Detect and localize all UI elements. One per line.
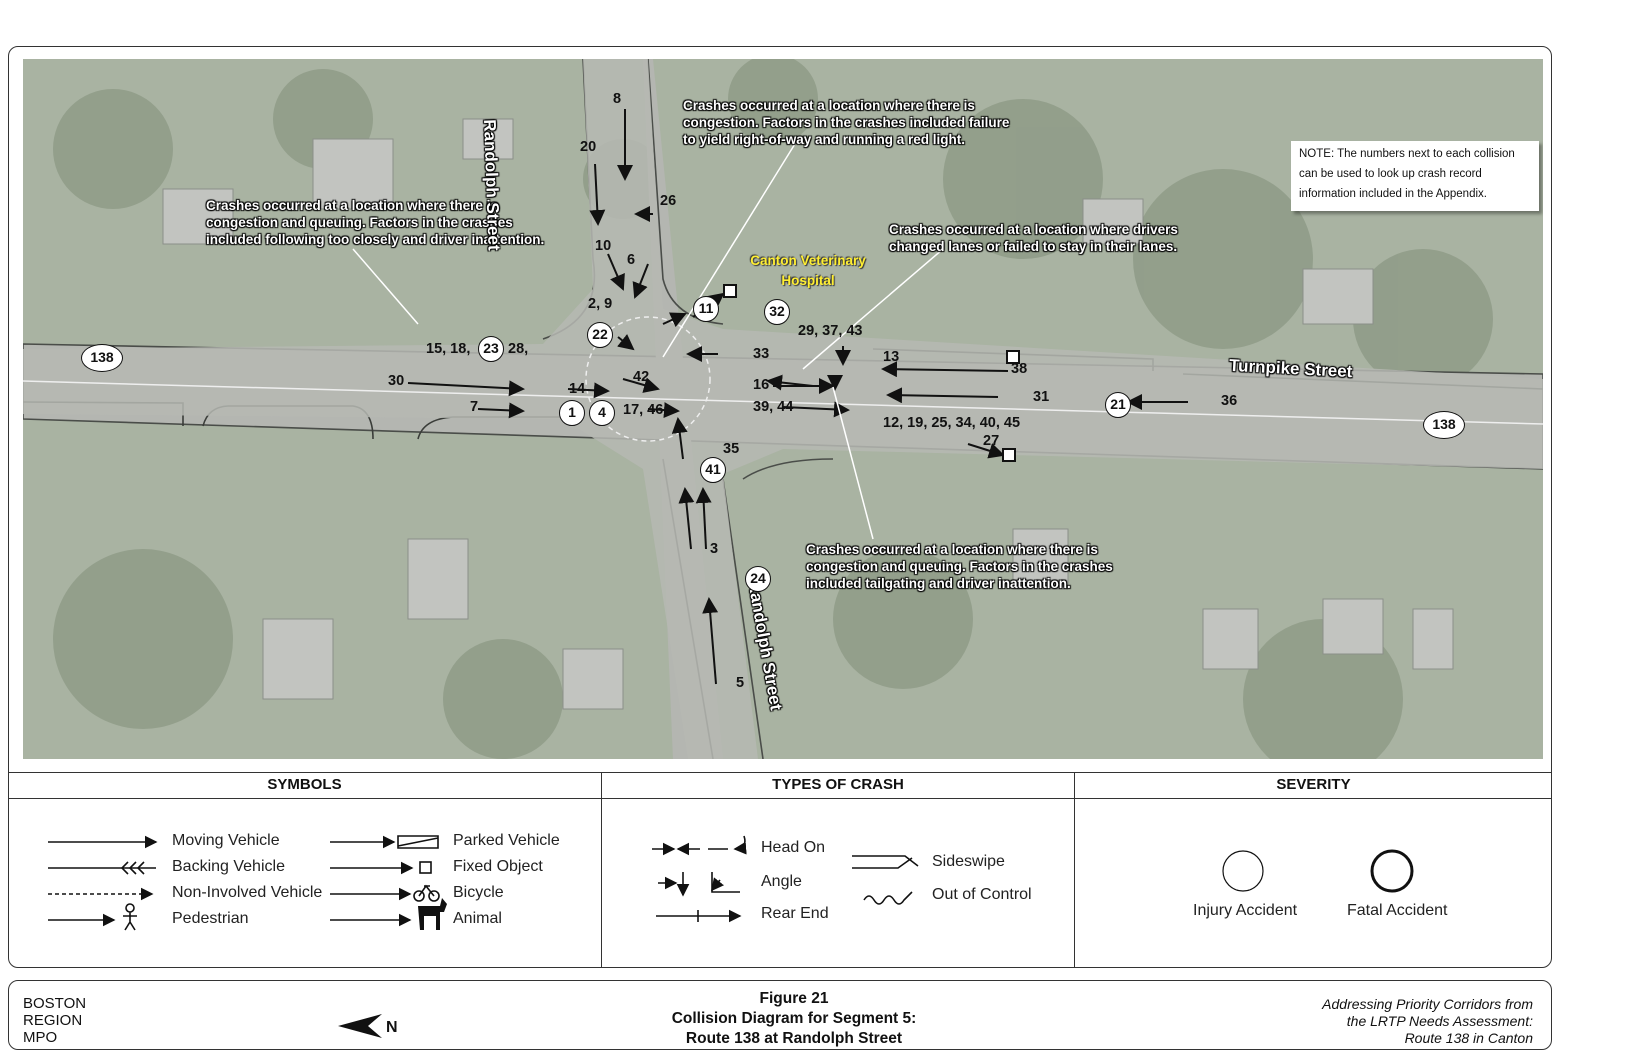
figure-footer: BOSTON REGION MPO Figure 21 Collision Di… (8, 980, 1552, 1050)
crash-label: 17, 46 (623, 402, 664, 418)
crash-label: 35 (723, 441, 740, 457)
crash-label: 33 (753, 346, 770, 362)
crash-label: 30 (388, 373, 405, 389)
callout-west: Crashes occurred at a location where the… (206, 198, 545, 247)
legend-top-rule (8, 772, 1552, 773)
crash-label: 16 (753, 377, 770, 393)
injury-crash-marker: 4 (589, 400, 615, 426)
intersection-zone (585, 316, 711, 442)
injury-crash-marker: 21 (1105, 392, 1131, 418)
poi-line-1: Canton Veterinary (750, 253, 866, 268)
legend-header-rule (8, 798, 1552, 799)
crash-label: 36 (1221, 393, 1238, 409)
legend-fatal-accident: Fatal Accident (1347, 902, 1448, 919)
injury-crash-marker: 11 (693, 296, 719, 322)
org-name: BOSTON REGION MPO (23, 995, 86, 1046)
route-138-shield-west: 138 (81, 344, 123, 372)
crash-label: 6 (627, 252, 636, 268)
figure-title-line-1: Collision Diagram for Segment 5: (671, 1010, 917, 1027)
legend-divider-2 (1074, 773, 1075, 968)
legend-parked-vehicle: Parked Vehicle (453, 832, 560, 849)
crash-label: 5 (736, 675, 745, 691)
route-138-shield-east: 138 (1423, 411, 1465, 439)
org-line: REGION (23, 1012, 83, 1029)
fixed-objects (723, 284, 1020, 462)
legend-divider-1 (601, 773, 602, 968)
org-line: MPO (23, 1029, 58, 1046)
severity-header: SEVERITY (1276, 776, 1351, 793)
crash-label: 14 (569, 381, 586, 397)
report-line: Route 138 in Canton (1404, 1030, 1533, 1046)
legend-bicycle: Bicycle (453, 884, 504, 901)
buildings (162, 118, 1454, 710)
report-line: the LRTP Needs Assessment: (1346, 1013, 1533, 1029)
legend-animal: Animal (453, 910, 502, 927)
injury-crash-marker: 22 (587, 322, 613, 348)
crash-label: 2, 9 (588, 296, 613, 312)
legend-fixed-object: Fixed Object (453, 858, 543, 875)
legend-out-of-control: Out of Control (932, 886, 1032, 903)
crash-label: 7 (470, 399, 479, 415)
poi-line-2: Hospital (781, 273, 835, 288)
poi-canton-veterinary: Canton Veterinary Hospital (743, 251, 873, 291)
callout-east: Crashes occurred at a location where dri… (889, 222, 1178, 254)
callout-north: Crashes occurred at a location where the… (683, 98, 1010, 147)
report-title: Addressing Priority Corridors from the L… (1322, 996, 1533, 1047)
legend-angle: Angle (761, 873, 802, 890)
crash-label: 27 (983, 433, 1000, 449)
crash-label: 39, 44 (753, 399, 794, 415)
crash-label: 20 (580, 139, 597, 155)
crash-label: 12, 19, 25, 34, 40, 45 (883, 415, 1021, 431)
legend-injury-accident: Injury Accident (1193, 902, 1298, 919)
legend-non-involved-vehicle: Non-Involved Vehicle (172, 884, 323, 901)
injury-crash-marker: 23 (478, 336, 504, 362)
crash-arrows (407, 109, 1188, 685)
injury-crash-marker: 24 (745, 566, 771, 592)
aerial-map: NOTE: The numbers next to each collision… (23, 59, 1543, 759)
map-drawing (23, 59, 1543, 759)
crash-label: 15, 18, (426, 341, 471, 357)
symbols-header: SYMBOLS (267, 776, 342, 793)
crash-label: 31 (1033, 389, 1050, 405)
callout-leaders (352, 138, 944, 540)
org-line: BOSTON (23, 995, 87, 1012)
types-header: TYPES OF CRASH (772, 776, 904, 793)
crash-label: 26 (660, 193, 677, 209)
injury-crash-marker: 32 (764, 299, 790, 325)
callout-south: Crashes occurred at a location where the… (806, 542, 1113, 591)
figure-title-line-2: Route 138 at Randolph Street (685, 1030, 903, 1047)
figure-number: Figure 21 (759, 990, 829, 1007)
legend-moving-vehicle: Moving Vehicle (172, 832, 280, 849)
legend-rear-end: Rear End (761, 905, 829, 922)
tree-canopy (53, 59, 1493, 759)
report-line: Addressing Priority Corridors from (1322, 996, 1533, 1012)
legend-sideswipe: Sideswipe (932, 853, 1005, 870)
crash-label: 38 (1011, 361, 1028, 377)
injury-crash-marker: 1 (559, 400, 585, 426)
crash-label: 42 (633, 369, 650, 385)
crash-label: 3 (710, 541, 719, 557)
figure-title: Figure 21 Collision Diagram for Segment … (609, 989, 979, 1049)
crash-label: 28, (508, 341, 529, 357)
legend-pedestrian: Pedestrian (172, 910, 249, 927)
crash-label: 10 (595, 238, 612, 254)
crash-label: 29, 37, 43 (798, 323, 863, 339)
legend-backing-vehicle: Backing Vehicle (172, 858, 285, 875)
crash-record-note: NOTE: The numbers next to each collision… (1291, 141, 1539, 211)
injury-crash-marker: 41 (700, 457, 726, 483)
legend-head-on: Head On (761, 839, 826, 856)
crash-label: 13 (883, 349, 900, 365)
crash-label: 8 (613, 91, 622, 107)
